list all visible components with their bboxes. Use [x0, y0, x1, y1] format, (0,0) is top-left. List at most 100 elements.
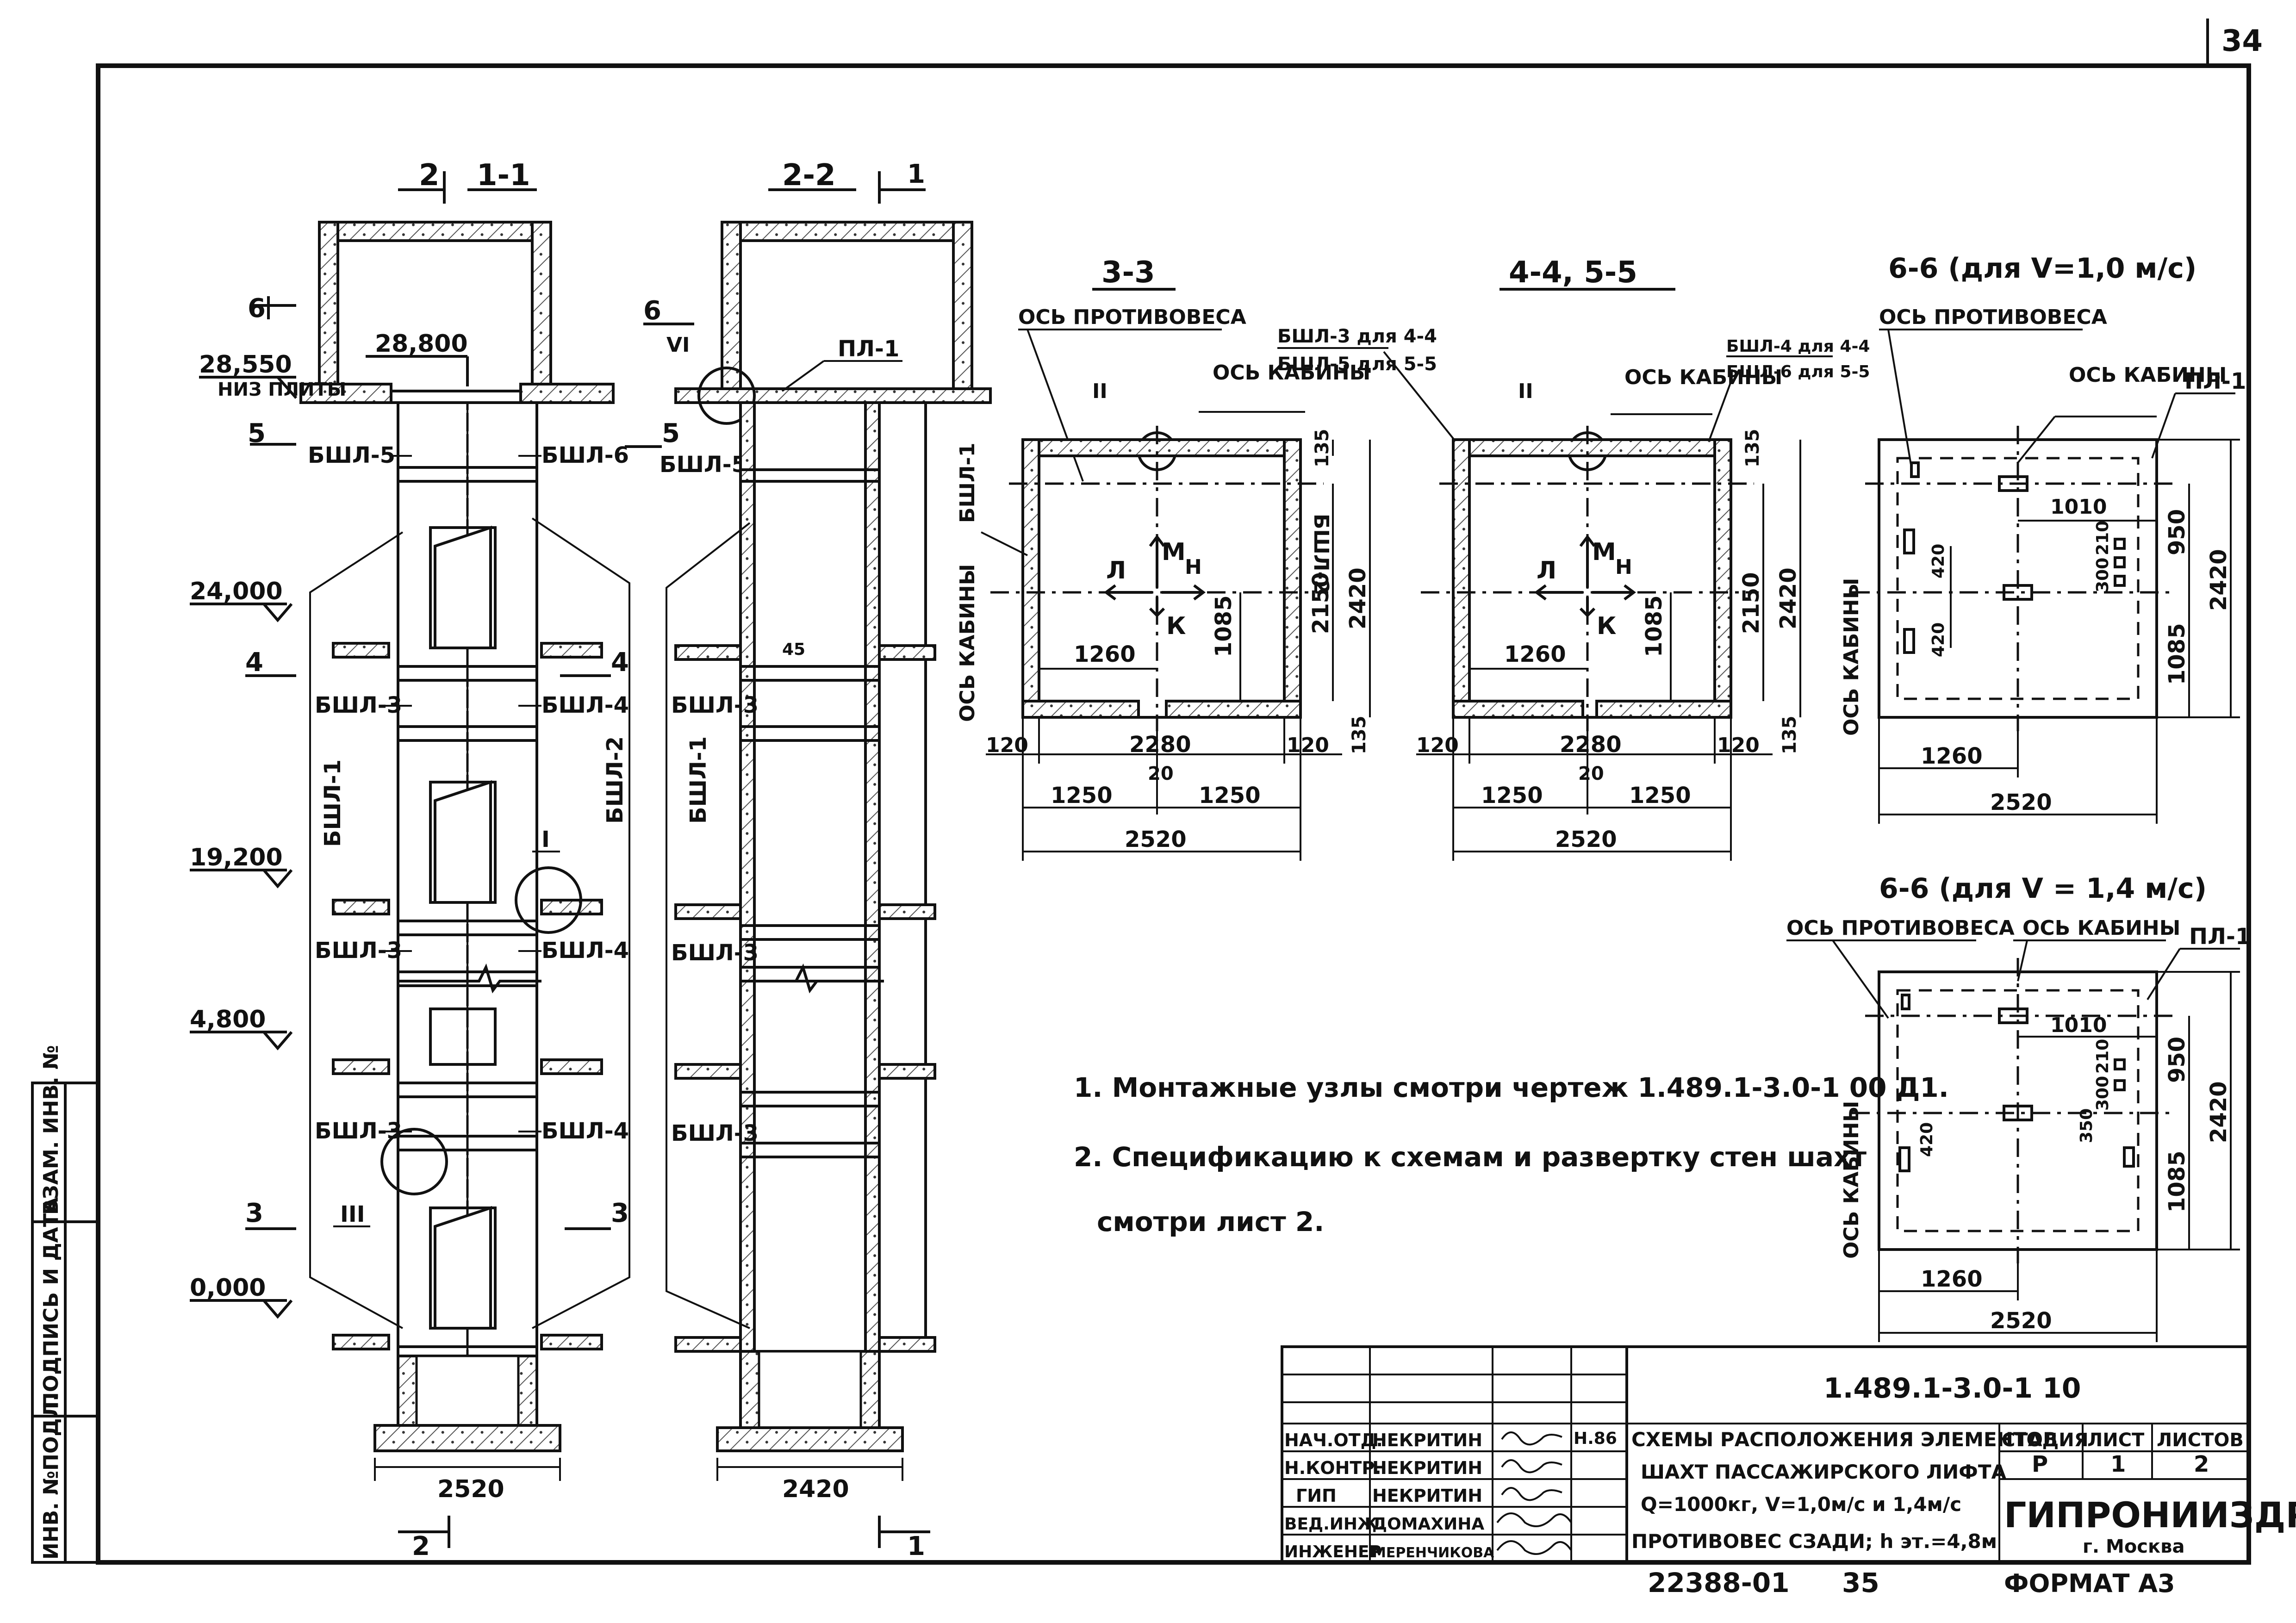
plan-3-3-cab-axis: ОСЬ КАБИНЫ: [1213, 361, 1370, 385]
desc-line-4: ПРОТИВОВЕС СЗАДИ; h эт.=4,8м: [1631, 1530, 1997, 1553]
plan-3-3-d1250b: 1250: [1199, 783, 1261, 808]
plan-4-4-d1260: 1260: [1504, 641, 1566, 667]
margin-label-vzam: ВЗАМ. ИНВ. №: [39, 1045, 63, 1215]
sheet-corner-number: 34: [2221, 24, 2263, 58]
margin-label-inv: ИНВ. №ПОДЛ.: [39, 1393, 63, 1560]
plan-4-4-d120a: 120: [1416, 734, 1459, 757]
signatures: [1496, 1431, 1572, 1555]
plan-3-3-d120a: 120: [986, 734, 1028, 757]
stage-value: Р: [2032, 1451, 2048, 1477]
plan-3-3-d2150: 2150: [1308, 572, 1334, 634]
plan-6-6b-d950: 950: [2164, 1037, 2190, 1083]
plan-6-6a-d210: 210: [2093, 521, 2112, 555]
plan-3-3-letter-n: Н: [1185, 555, 1202, 579]
format-label: ФОРМАТ А3: [2004, 1569, 2175, 1598]
label-bshl1-vert-b: БШЛ-1: [685, 736, 711, 824]
plan-4-4-d2150: 2150: [1738, 572, 1764, 634]
plan-4-4-letter-l: Л: [1537, 557, 1556, 585]
plan-3-3-d2280: 2280: [1129, 732, 1191, 758]
plan-4-4-d20: 20: [1578, 763, 1604, 784]
plan-6-6-b: 6-6 (для V = 1,4 м/с) ОСЬ ПРОТИВОВЕСА ОС…: [1786, 872, 2251, 1342]
margin-label-sign: ПОДПИСЬ И ДАТА: [39, 1197, 63, 1409]
sheet-label: ЛИСТ: [2087, 1430, 2145, 1451]
plan-3-3-bshl1: БШЛ-1: [956, 443, 979, 523]
plan-4-4: 4-4, 5-5 БШЛ-3 для 4-4 БШЛ-5 для 5-5 БШЛ…: [1277, 255, 1870, 861]
desc-line-1: СХЕМЫ РАСПОЛОЖЕНИЯ ЭЛЕМЕНТОВ: [1631, 1428, 2058, 1451]
plan-4-4-letter-m: М: [1592, 538, 1616, 566]
plan-6-6b-cw-axis: ОСЬ ПРОТИВОВЕСА: [1786, 916, 2015, 940]
plan-6-6a-d1260: 1260: [1921, 743, 1983, 769]
level-28550: 28,550: [199, 351, 292, 379]
plan-6-6a-d2420: 2420: [2206, 549, 2232, 611]
section-2-2-width: 2420: [782, 1475, 849, 1503]
desc-line-3: Q=1000кг, V=1,0м/с и 1,4м/с: [1641, 1493, 1961, 1516]
org-city: г. Москва: [2083, 1536, 2184, 1557]
plan-6-6b-title: 6-6 (для V = 1,4 м/с): [1879, 872, 2207, 905]
plan-6-6a-d300: 300: [2093, 558, 2112, 592]
sheet-value: 1: [2110, 1451, 2126, 1477]
plan-4-4-node: II: [1518, 379, 1533, 403]
label-bshl3-f: БШЛ-3: [671, 1120, 759, 1146]
plan-3-3-d1085: 1085: [1211, 595, 1237, 657]
node-6-label: VI: [666, 333, 690, 357]
plan-6-6a-d420b: 420: [1929, 622, 1948, 657]
plan-6-6b-side-axis: ОСЬ КАБИНЫ: [1840, 1101, 1863, 1259]
plan-6-6b-d420: 420: [1917, 1122, 1936, 1157]
stage-label: СТАДИЯ: [2002, 1430, 2089, 1451]
plan-6-6a-d420a: 420: [1929, 544, 1948, 578]
name-3: ДОМАХИНА: [1372, 1515, 1484, 1534]
plan-3-3-letter-m: М: [1162, 538, 1186, 566]
plan-3-3-d135b: 135: [1349, 716, 1370, 755]
node-1-label: I: [541, 827, 550, 852]
plan-6-6b-d2420: 2420: [2206, 1081, 2232, 1143]
plan-3-3-axis-cab: ОСЬ КАБИНЫ: [956, 564, 979, 722]
slab-pl1-label: ПЛ-1: [838, 336, 899, 362]
plan-6-6a-slab: ПЛ-1: [2184, 368, 2246, 394]
margin-stamp: ИНВ. №ПОДЛ. ПОДПИСЬ И ДАТА ВЗАМ. ИНВ. №: [31, 1045, 100, 1564]
plan-4-4-note-r1: БШЛ-4 для 4-4: [1726, 337, 1870, 356]
plan-6-6b-d350: 350: [2077, 1108, 2096, 1143]
section-1-1-width: 2520: [437, 1475, 504, 1503]
name-0: НЕКРИТИН: [1372, 1430, 1482, 1450]
sheets-label: ЛИСТОВ: [2157, 1430, 2244, 1451]
label-bshl3-e: БШЛ-3: [671, 940, 759, 966]
note-2b: смотри лист 2.: [1097, 1206, 1324, 1237]
plan-4-4-d120b: 120: [1717, 734, 1760, 757]
plan-4-4-note-r2: БШЛ-6 для 5-5: [1726, 362, 1870, 381]
level-28800: 28,800: [375, 330, 468, 358]
plan-6-6b-d2520: 2520: [1990, 1308, 2052, 1334]
plan-3-3-d2520: 2520: [1125, 827, 1187, 852]
label-bshl5-a: БШЛ-5: [308, 442, 395, 468]
section-2-2: 2-2 1 6 VI ПЛ-1 5 БШЛ-5: [625, 158, 992, 1561]
label-bshl3-d: БШЛ-3: [671, 692, 759, 718]
note-2: 2. Спецификацию к схемам и развертку сте…: [1074, 1141, 1867, 1173]
org-name: ГИПРОНИИЗДРАВ: [2004, 1494, 2296, 1536]
plan-3-3-d120b: 120: [1287, 734, 1329, 757]
title-block: 1.489.1-3.0-1 10 НАЧ.ОТД. НЕКРИТИН Н.КОН…: [1281, 1345, 2296, 1564]
section-1-1-title: 1-1: [477, 158, 530, 193]
plan-6-6a-d950: 950: [2164, 509, 2190, 555]
plan-6-6b-slab: ПЛ-1: [2189, 924, 2251, 950]
section-2-2-mark-6: 6: [643, 296, 661, 326]
date-value: Н.86: [1574, 1429, 1617, 1448]
plan-3-3-letter-k: К: [1166, 612, 1186, 640]
sheet-frame: [96, 63, 2251, 1565]
plan-3-3-d20: 20: [1148, 763, 1174, 784]
plan-4-4-d135a: 135: [1742, 429, 1763, 468]
page-number: 35: [1842, 1567, 1879, 1598]
node-3-label: III: [340, 1201, 365, 1227]
doc-code: 1.489.1-3.0-1 10: [1823, 1372, 2081, 1405]
section-1-1-cutmark: 2: [419, 158, 440, 193]
section-2-2-mark-5: 5: [662, 418, 680, 448]
section-1-1-mark-3-left: 3: [245, 1198, 263, 1228]
plan-6-6a-title: 6-6 (для V=1,0 м/с): [1888, 252, 2196, 285]
label-bshl4-c: БШЛ-4: [541, 1118, 629, 1144]
plan-6-6b-d210: 210: [2093, 1039, 2112, 1074]
plan-6-6b-cab-axis: ОСЬ КАБИНЫ: [2022, 916, 2180, 940]
plan-3-3-d1250a: 1250: [1051, 783, 1113, 808]
section-1-1-mark-6: 6: [248, 293, 266, 323]
plan-6-6b-d1010: 1010: [2050, 1014, 2107, 1037]
role-3: ВЕД.ИНЖ.: [1284, 1515, 1384, 1534]
plan-3-3-d1260: 1260: [1074, 641, 1136, 667]
section-2-2-cutmark: 1: [907, 159, 925, 189]
